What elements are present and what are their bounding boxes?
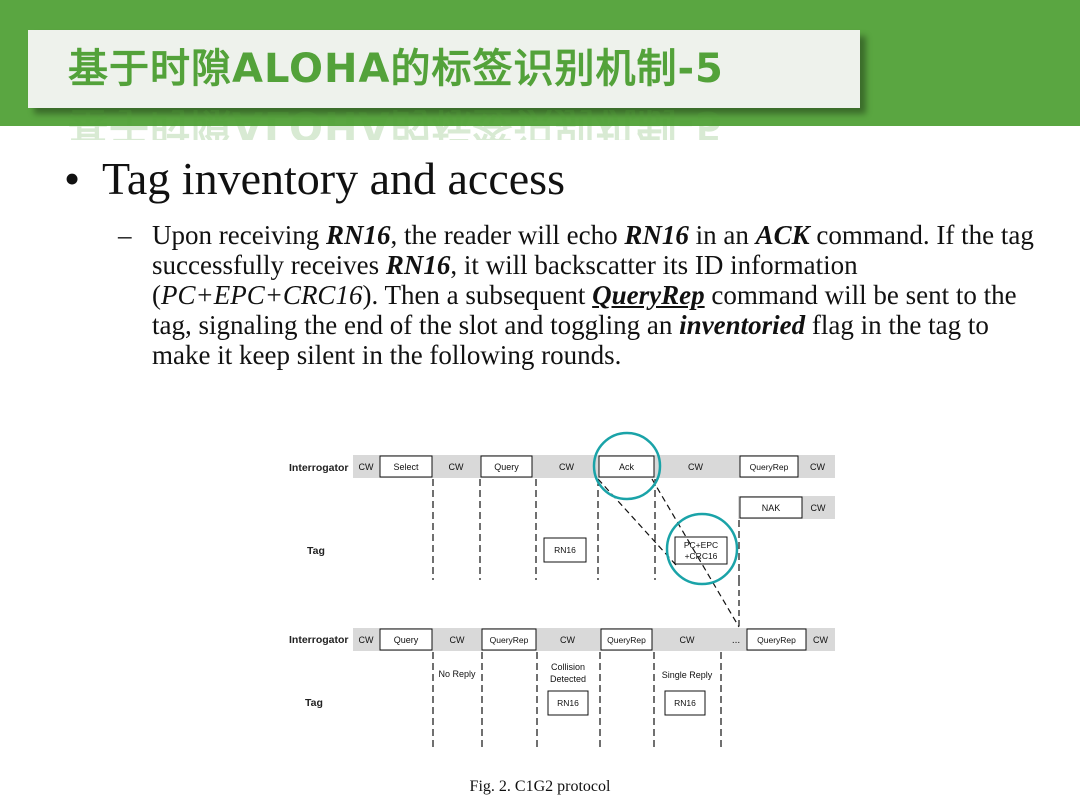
ack-highlight-circle — [592, 431, 662, 501]
bullet-heading: • Tag inventory and access — [64, 152, 565, 205]
slot-dividers-2 — [432, 652, 722, 748]
nak-cw: CW — [811, 503, 826, 513]
paragraph-run: , the reader will echo — [390, 220, 625, 250]
row1-command-label: QueryRep — [750, 462, 789, 472]
bullet-text: Tag inventory and access — [102, 153, 565, 204]
paragraph-run: command. If the tag successfully receive… — [152, 220, 1034, 280]
row1-command-box — [480, 455, 533, 478]
paragraph-run: QueryRep — [592, 280, 705, 310]
tag1-pc-epc-line1: PC+EPC — [684, 540, 718, 550]
paragraph-run: RN16 — [385, 250, 451, 280]
row2-cw-label: CW — [813, 635, 828, 645]
zoom-lines — [597, 478, 740, 628]
paragraph-run: PC+EPC+CRC16 — [161, 280, 363, 310]
tag-label-1: Tag — [307, 545, 325, 557]
row2-command-label: QueryRep — [757, 635, 796, 645]
body-paragraph: Upon receiving RN16, the reader will ech… — [152, 220, 1042, 370]
paragraph-run: in an — [688, 220, 756, 250]
interrogator-label-2: Interrogator — [289, 634, 349, 646]
paragraph-run: ). Then a subsequent — [362, 280, 593, 310]
row2-command-label: Query — [394, 635, 419, 645]
row1-cw-label: CW — [688, 462, 703, 472]
row2-command-box — [600, 628, 653, 651]
row2-cw-label: CW — [680, 635, 695, 645]
paragraph-run: RN16 — [325, 220, 391, 250]
title-box: 基于时隙ALOHA的标签识别机制-5 — [28, 30, 860, 108]
tag2-rn16-box-b — [664, 690, 706, 716]
tag1-rn16-box — [543, 537, 587, 563]
row2-cw-label: CW — [359, 635, 374, 645]
tag1-pc-epc-box — [674, 536, 728, 565]
row1-cw-label: CW — [559, 462, 574, 472]
paragraph-run: flag in the tag to make it keep silent i… — [152, 310, 989, 370]
single-reply-label: Single Reply — [662, 670, 713, 680]
interrogator-row-2: CW Query CW QueryRep CW QueryRep CW QueryRep CW — [359, 628, 828, 651]
ellipsis: ... — [732, 635, 740, 646]
row2-command-box — [746, 628, 807, 651]
paragraph-run: ACK — [755, 220, 810, 250]
row1-command-label: Ack — [619, 462, 635, 472]
slot-dividers-1 — [432, 479, 740, 580]
no-reply-label: No Reply — [438, 669, 476, 679]
row2-command-label: QueryRep — [490, 635, 529, 645]
paragraph-run: inventoried — [679, 310, 806, 340]
tag2-rn16-label-a: RN16 — [557, 698, 579, 708]
figure-caption: Fig. 2. C1G2 protocol — [469, 778, 611, 795]
row1-cw-label: CW — [359, 462, 374, 472]
row2-command-box — [481, 628, 537, 651]
collision-line1: Collision — [551, 662, 585, 672]
bullet-dot: • — [64, 153, 81, 204]
row2-cw-label: CW — [560, 635, 575, 645]
paragraph-run: command will be sent to the tag, signali… — [152, 280, 1017, 340]
tag1-pc-epc-line2: +CRC16 — [685, 551, 718, 561]
nak-label: NAK — [762, 503, 781, 513]
slide-title: 基于时隙ALOHA的标签识别机制-5 — [68, 46, 724, 92]
tag1-rn16-label: RN16 — [554, 545, 576, 555]
row1-command-box — [598, 455, 655, 478]
timeline-band-2 — [353, 628, 835, 651]
paragraph-run: RN16 — [624, 220, 689, 250]
tag-label-2: Tag — [305, 697, 323, 709]
row2-command-box — [379, 628, 433, 651]
row2-command-label: QueryRep — [607, 635, 646, 645]
collision-line2: Detected — [550, 674, 586, 684]
row1-command-label: Select — [393, 462, 419, 472]
row1-command-box — [379, 455, 433, 478]
row2-cw-label: CW — [450, 635, 465, 645]
paragraph-run: Upon receiving — [152, 220, 326, 250]
tag2-rn16-label-b: RN16 — [674, 698, 696, 708]
dash-marker: – — [118, 220, 132, 250]
row1-cw-label: CW — [810, 462, 825, 472]
paragraph-run: , it will backscatter its ID information… — [152, 250, 858, 310]
row1-cw-label: CW — [449, 462, 464, 472]
row1-command-box — [739, 455, 799, 478]
nak-box — [739, 496, 803, 519]
row1-command-label: Query — [494, 462, 519, 472]
interrogator-row-1: CW Select CW Query CW Ack CW QueryRep CW — [359, 455, 825, 478]
pc-epc-highlight-circle — [665, 512, 739, 586]
tag2-rn16-box-a — [547, 690, 589, 716]
interrogator-label-1: Interrogator — [289, 462, 349, 474]
